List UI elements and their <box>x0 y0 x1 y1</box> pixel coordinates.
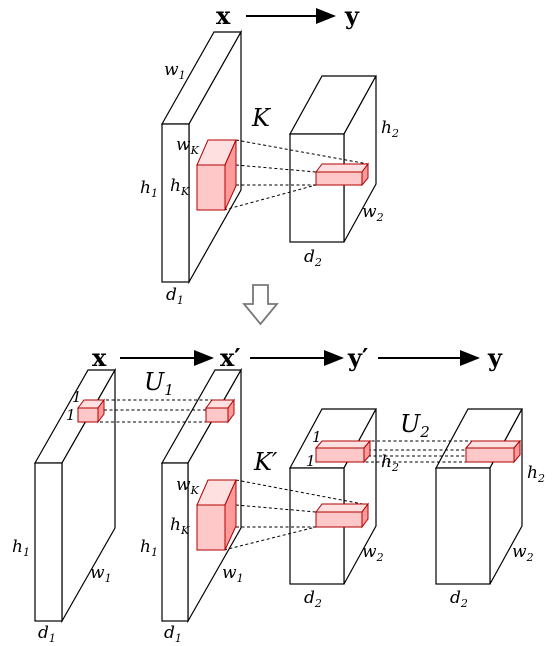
volume-y <box>434 408 524 585</box>
xp-wK-label: wK <box>176 475 200 497</box>
x-d1-label: d1 <box>38 623 56 645</box>
x-w1-label: w1 <box>90 563 112 585</box>
down-arrow <box>242 284 279 326</box>
y-d2-label: d2 <box>450 588 468 610</box>
top-diagram: x y <box>140 1 399 307</box>
U1-output-cell <box>205 398 235 424</box>
U2-output-cell <box>464 439 522 464</box>
top-w1-label: w1 <box>164 60 186 82</box>
U2-label: U2 <box>400 410 430 441</box>
xp-h1-label: h1 <box>140 537 158 559</box>
top-output-volume <box>288 75 378 243</box>
xp-d1-label: d1 <box>164 623 182 645</box>
var-y: y <box>487 343 503 372</box>
U1-label: U1 <box>144 368 174 399</box>
top-d2-label: d2 <box>304 247 322 269</box>
slab-x <box>33 367 117 624</box>
var-x-prime: x′ <box>220 343 241 372</box>
K-prime-label: K′ <box>253 448 278 476</box>
top-h1-label: h1 <box>140 178 158 200</box>
y-w2-label: w2 <box>512 542 534 564</box>
U2-input-cell <box>314 439 372 464</box>
yp-w2-label: w2 <box>362 542 384 564</box>
xp-hK-label: hK <box>170 515 190 537</box>
U1-input-cell <box>77 398 105 424</box>
yp-h2-label: h2 <box>381 452 399 474</box>
top-output-cell <box>315 162 369 187</box>
y-h2-label: h2 <box>527 463 545 485</box>
K-prime-output-cell <box>315 502 369 529</box>
var-y-prime: y′ <box>347 343 368 372</box>
top-wK-label: wK <box>176 135 200 157</box>
top-h2-label: h2 <box>381 118 399 140</box>
U1-one-left: 1 <box>66 406 76 424</box>
yp-d2-label: d2 <box>304 588 322 610</box>
top-kernel-label: K <box>251 104 272 132</box>
top-w2-label: w2 <box>362 202 384 224</box>
U2-one-left: 1 <box>306 452 316 470</box>
x-h1-label: h1 <box>12 537 30 559</box>
top-hK-label: hK <box>170 176 190 198</box>
K-prime-kernel-block <box>196 479 237 551</box>
xp-w1-label: w1 <box>222 563 244 585</box>
var-x: x <box>92 343 107 372</box>
top-kernel-block <box>196 139 237 211</box>
U1-projection <box>78 399 234 423</box>
top-input-var: x <box>216 1 231 30</box>
bottom-diagram: x x′ y′ y <box>12 343 545 645</box>
top-d1-label: d1 <box>166 285 184 307</box>
U1-one-top: 1 <box>72 388 82 406</box>
U2-one-top: 1 <box>312 428 322 446</box>
top-output-var: y <box>344 1 360 30</box>
